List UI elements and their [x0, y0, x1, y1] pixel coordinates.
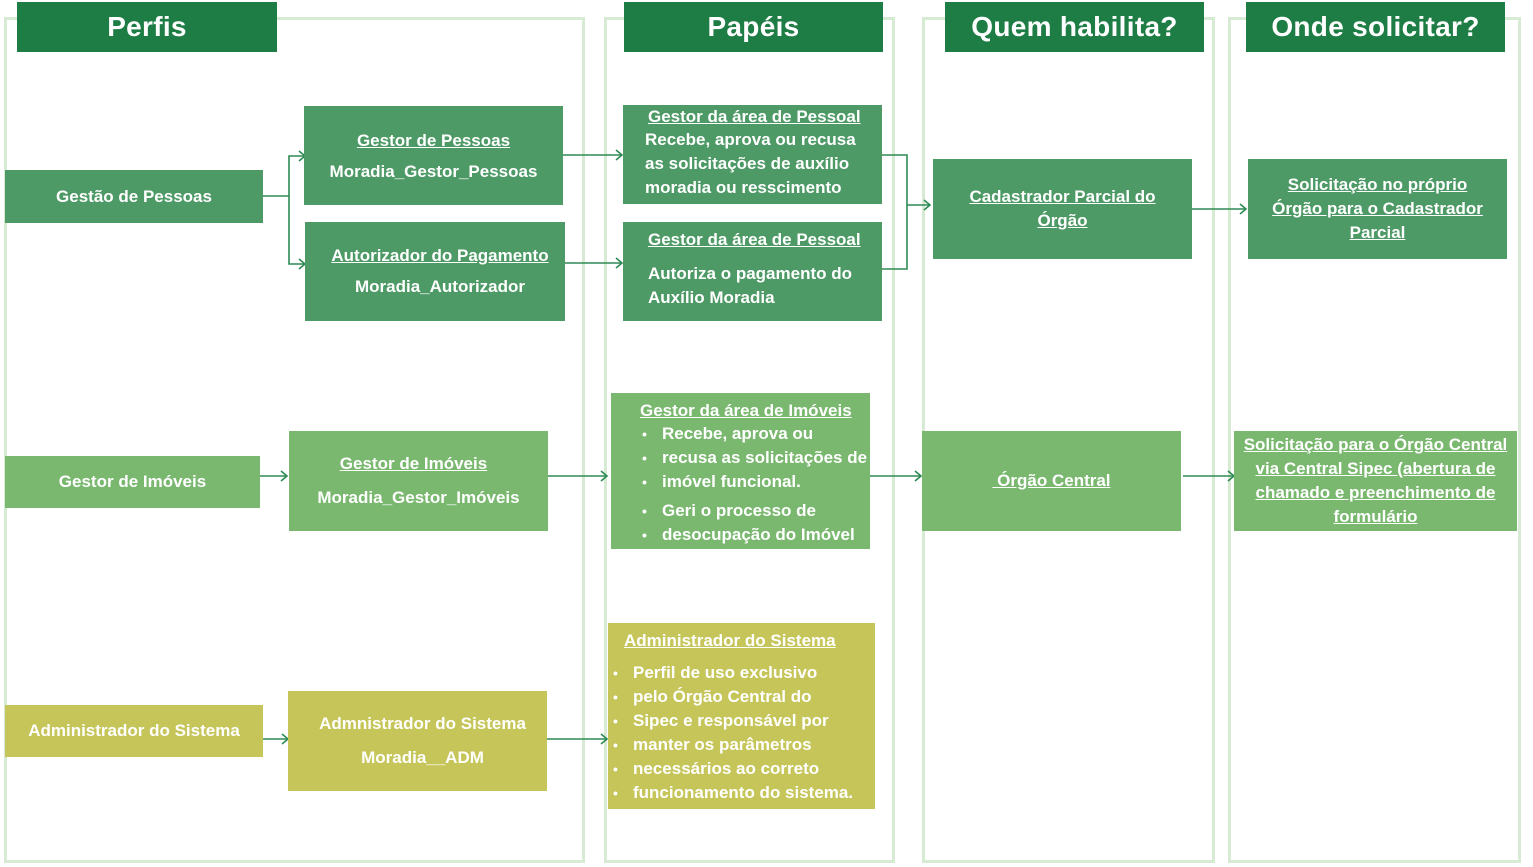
quem-orgao-central: Órgão Central — [922, 431, 1181, 531]
arrowhead — [600, 733, 609, 745]
bullet-item-continued: funcionamento do sistema. — [613, 781, 854, 805]
onde-proprio-line2: Órgão para o Cadastrador — [1272, 199, 1483, 218]
perfil-gestao-pessoas: Gestão de Pessoas — [5, 170, 263, 223]
sistema-admin-title: Admnistrador do Sistema — [319, 714, 526, 734]
sistema-admin: Admnistrador do Sistema Moradia__ADM — [288, 691, 547, 791]
bullet-item-continued: recusa as solicitações de — [642, 446, 868, 470]
onde-orgao-central: Solicitação para o Órgão Central via Cen… — [1234, 431, 1517, 531]
onde-central-line4: formulário — [1333, 507, 1418, 526]
bullet-text: funcionamento do sistema. — [633, 783, 854, 802]
papel-gestor-pessoal-2-line2: Auxílio Moradia — [648, 288, 775, 307]
perfil-gestor-imoveis-label: Gestor de Imóveis — [58, 472, 207, 491]
papel-gestor-pessoal-1: Gestor da área de Pessoal Recebe, aprova… — [623, 105, 882, 204]
arrowhead — [615, 149, 624, 161]
quem-cadastrador-line2: Órgão — [1037, 211, 1088, 230]
quem-cadastrador-line1: Cadastrador Parcial do — [969, 187, 1156, 206]
onde-proprio-line1: Solicitação no próprio — [1287, 175, 1468, 194]
arrowhead — [1239, 203, 1248, 215]
sistema-gestor-imoveis: Gestor de Imóveis Moradia_Gestor_Imóveis — [289, 431, 548, 531]
sistema-admin-role: Moradia__ADM — [361, 747, 484, 767]
bullet-item: Recebe, aprova ou — [642, 422, 867, 446]
papel-gestor-pessoal-1-line3: moradia ou resscimento — [645, 178, 842, 197]
lane-title-onde-solicitar: Onde solicitar? — [1246, 2, 1505, 52]
sistema-gestor-imoveis-role: Moradia_Gestor_Imóveis — [317, 487, 520, 507]
papel-admin-sistema: Administrador do Sistema Perfil de uso e… — [608, 623, 875, 809]
perfil-gestor-imoveis: Gestor de Imóveis — [5, 456, 260, 508]
lane-perfis — [4, 17, 585, 863]
bullet-text: pelo Órgão Central do — [633, 687, 812, 706]
sistema-gestor-pessoas-role: Moradia_Gestor_Pessoas — [329, 162, 538, 181]
bullet-item-continued: pelo Órgão Central do — [613, 685, 853, 709]
quem-cadastrador-parcial: Cadastrador Parcial do Órgão — [933, 159, 1192, 259]
papel-admin-sistema-bullets: Perfil de uso exclusivo pelo Órgão Centr… — [611, 661, 853, 805]
sistema-gestor-pessoas: Gestor de Pessoas Moradia_Gestor_Pessoas — [304, 106, 563, 205]
onde-proprio-orgao: Solicitação no próprio Órgão para o Cada… — [1248, 159, 1507, 259]
lane-title-papeis: Papéis — [624, 2, 883, 52]
bullet-item: Perfil de uso exclusivo — [613, 661, 853, 685]
bullet-text: imóvel funcional. — [662, 472, 801, 491]
arrow-split-to-autorizador — [288, 196, 305, 265]
quem-orgao-central-label: Órgão Central — [992, 471, 1111, 490]
onde-central-line1: Solicitação para o Órgão Central — [1243, 435, 1508, 454]
onde-proprio-line3: Parcial — [1349, 223, 1406, 242]
arrow-papeis-merge — [882, 154, 908, 270]
bullet-item-continued: necessários ao correto — [613, 757, 853, 781]
papel-gestor-pessoal-1-title: Gestor da área de Pessoal — [648, 107, 861, 126]
bullet-text: Sipec e responsável por — [633, 711, 829, 730]
arrowhead — [615, 257, 624, 269]
bullet-text: Perfil de uso exclusivo — [633, 663, 818, 682]
papel-gestor-pessoal-1-line2: as solicitações de auxílio — [645, 154, 850, 173]
lane-title-quem-habilita: Quem habilita? — [945, 2, 1204, 52]
sistema-autorizador-title: Autorizador do Pagamento — [331, 245, 549, 265]
bullet-text: manter os parâmetros — [633, 735, 812, 754]
bullet-item-continued: desocupação do Imóvel — [642, 523, 867, 547]
arrow-gestao-to-split — [263, 155, 305, 197]
papel-gestor-imoveis: Gestor da área de Imóveis Recebe, aprova… — [611, 393, 870, 549]
onde-central-line2: via Central Sipec (abertura de — [1255, 459, 1496, 478]
perfil-admin-label: Administrador do Sistema — [28, 721, 240, 740]
bullet-text: necessários ao correto — [633, 759, 820, 778]
bullet-text: Recebe, aprova ou — [662, 424, 814, 443]
sistema-gestor-imoveis-title: Gestor de Imóveis — [339, 454, 488, 474]
bullet-item: Geri o processo de — [642, 499, 867, 523]
papel-gestor-pessoal-2: Gestor da área de Pessoal Autoriza o pag… — [623, 222, 882, 321]
arrowhead — [923, 199, 932, 211]
papel-gestor-pessoal-2-line1: Autoriza o pagamento do — [648, 264, 852, 283]
sistema-autorizador-role: Moradia_Autorizador — [354, 277, 526, 297]
onde-central-line3: chamado e preenchimento de — [1255, 483, 1496, 502]
bullet-text: desocupação do Imóvel — [662, 525, 855, 544]
papel-gestor-pessoal-2-title: Gestor da área de Pessoal — [648, 230, 861, 249]
sistema-gestor-pessoas-title: Gestor de Pessoas — [356, 131, 511, 150]
bullet-item-continued: imóvel funcional. — [642, 470, 867, 494]
papel-gestor-pessoal-1-line1: Recebe, aprova ou recusa — [645, 130, 856, 149]
bullet-item-continued: manter os parâmetros — [613, 733, 853, 757]
lane-title-perfis: Perfis — [17, 2, 277, 52]
arrowhead — [600, 470, 609, 482]
perfil-admin: Administrador do Sistema — [5, 705, 263, 757]
bullet-item-continued: Sipec e responsável por — [613, 709, 853, 733]
papel-admin-sistema-title: Administrador do Sistema — [624, 631, 836, 650]
arrowhead — [914, 470, 923, 482]
arrowhead — [280, 470, 289, 482]
sistema-autorizador: Autorizador do Pagamento Moradia_Autoriz… — [305, 222, 565, 321]
papel-gestor-imoveis-bullets: Recebe, aprova ou recusa as solicitações… — [640, 422, 867, 547]
perfil-gestao-pessoas-label: Gestão de Pessoas — [56, 186, 212, 206]
bullet-text: Geri o processo de — [662, 501, 816, 520]
papel-gestor-imoveis-title: Gestor da área de Imóveis — [640, 401, 852, 420]
bullet-text: recusa as solicitações de — [662, 448, 868, 467]
